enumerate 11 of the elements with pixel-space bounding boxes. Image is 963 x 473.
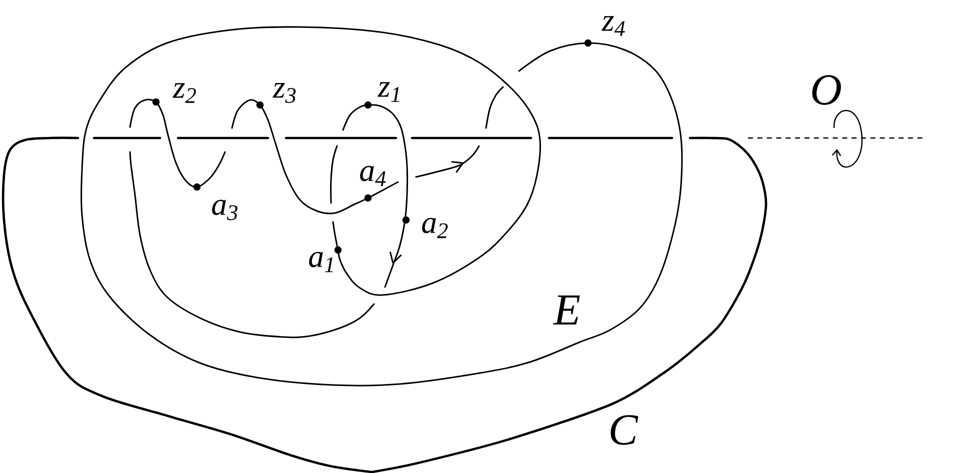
point-label: a$_{2}$ xyxy=(422,218,448,238)
point-label: z$_{2}$ xyxy=(172,83,196,103)
point-label: z$_{3}$ xyxy=(272,83,296,103)
point-label: a$_{1}$ xyxy=(309,252,333,272)
point-label: a$_{3}$ xyxy=(212,200,238,220)
region-label: E xyxy=(552,296,580,324)
point-label: z$_{1}$ xyxy=(378,82,400,102)
point-label: z$_{4}$ xyxy=(602,16,625,36)
axis-label: O xyxy=(812,75,841,105)
curve-label: C xyxy=(610,415,638,445)
point-label: a$_{4}$ xyxy=(360,166,386,186)
